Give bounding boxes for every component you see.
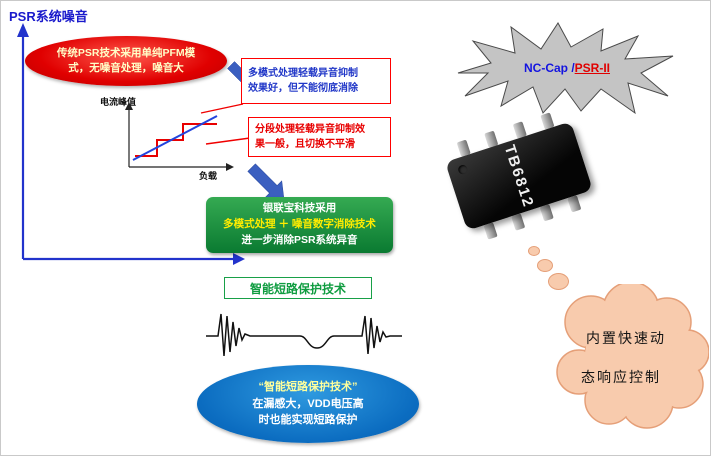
cloud-note-line2: 态响应控制 bbox=[581, 369, 661, 385]
note-line2: 在漏感大，VDD电压高 bbox=[252, 397, 364, 410]
traditional-psr-bubble: 传统PSR技术采用单纯PFM模 式，无噪音处理，噪音大 bbox=[25, 36, 227, 86]
chip-label: TB6812 bbox=[500, 142, 538, 210]
callout-segmented: 分段处理轻载异音抑制效 果一般，且切换不平滑 bbox=[248, 117, 391, 157]
note-line1: “智能短路保护技术” bbox=[258, 381, 358, 394]
callout-multimode: 多模式处理轻载异音抑制 效果好，但不能彻底消除 bbox=[241, 58, 391, 104]
starburst-label: NC-Cap /PSR-II bbox=[453, 61, 681, 75]
chart-y-label: 电流峰值 bbox=[100, 96, 136, 107]
note-line3: 时也能实现短路保护 bbox=[258, 414, 358, 427]
peak-current-chart: 电流峰值 负载 bbox=[100, 96, 234, 181]
cloud-shape bbox=[556, 284, 709, 429]
cloud-note-line1: 内置快速动 bbox=[586, 330, 666, 346]
blue-arrow-to-solution bbox=[247, 163, 285, 201]
callout-multimode-line2: 效果好，但不能彻底消除 bbox=[248, 83, 358, 94]
callout-multimode-line1: 多模式处理轻载异音抑制 bbox=[248, 68, 358, 79]
chip-pin bbox=[539, 204, 554, 222]
callout-segmented-line1: 分段处理轻载异音抑制效 bbox=[255, 124, 365, 135]
thought-bubble-large bbox=[548, 273, 569, 290]
cloud-body bbox=[558, 284, 708, 427]
segmented-step-line bbox=[135, 123, 217, 157]
chart-x-arrowhead bbox=[226, 163, 234, 171]
solution-line2: 多模式处理 ＋ 噪音数字消除技术 bbox=[223, 218, 376, 231]
solution-line1: 银联宝科技采用 bbox=[262, 202, 337, 215]
starburst-shape bbox=[457, 22, 674, 115]
solution-box: 银联宝科技采用 多模式处理 ＋ 噪音数字消除技术 进一步消除PSR系统异音 bbox=[206, 197, 393, 253]
page-title: PSR系统噪音 bbox=[9, 9, 88, 24]
solution-line3: 进一步消除PSR系统异音 bbox=[241, 233, 358, 246]
short-circuit-title: 智能短路保护技术 bbox=[224, 277, 372, 299]
chart-y-arrowhead bbox=[125, 102, 133, 110]
traditional-psr-line1: 传统PSR技术采用单纯PFM模 bbox=[56, 46, 196, 59]
chip-pin bbox=[511, 213, 526, 231]
thought-bubble-medium bbox=[537, 259, 553, 272]
starburst-label-nccap: NC-Cap / bbox=[523, 61, 575, 75]
explosion-polygon bbox=[457, 22, 674, 115]
starburst-label-psr2: PSR-II bbox=[574, 61, 610, 75]
callout-segmented-line2: 果一般，且切换不平滑 bbox=[255, 139, 355, 150]
short-circuit-waveform bbox=[206, 313, 402, 357]
thought-bubble-small bbox=[528, 246, 540, 256]
chip-pin bbox=[567, 195, 582, 213]
y-axis-arrowhead bbox=[17, 23, 29, 37]
tb6812-chip: TB6812 bbox=[440, 107, 597, 245]
short-circuit-note-bubble: “智能短路保护技术” 在漏感大，VDD电压高 时也能实现短路保护 bbox=[197, 365, 419, 443]
multimode-diagonal-line bbox=[132, 115, 218, 161]
chart-x-label: 负载 bbox=[199, 170, 217, 181]
x-axis-arrowhead bbox=[233, 253, 245, 265]
waveform-path bbox=[206, 313, 402, 357]
chip-pin bbox=[483, 222, 498, 240]
traditional-psr-line2: 式，无噪音处理，噪音大 bbox=[68, 62, 184, 74]
